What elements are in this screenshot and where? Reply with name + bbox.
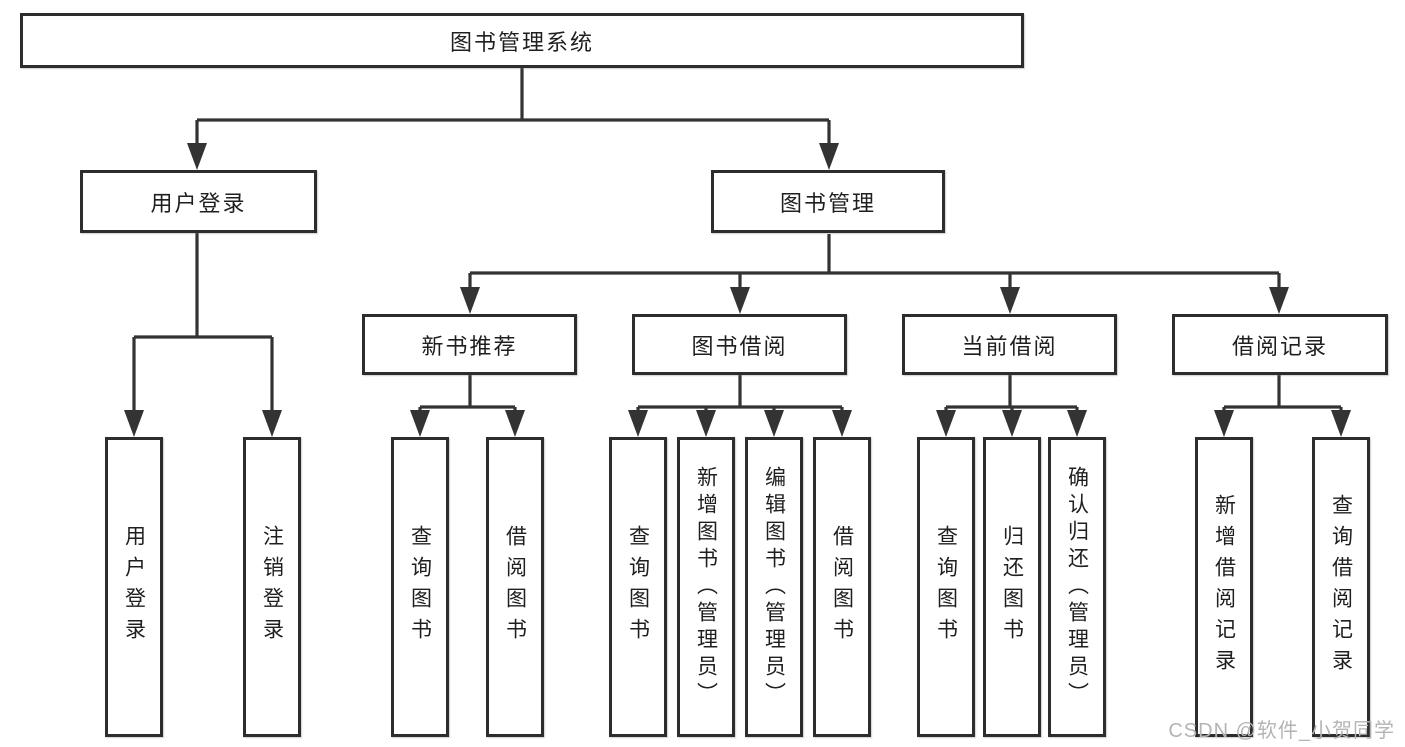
leaf-add-book-admin: 新增图书（管理员） [677, 437, 735, 737]
node-label: 用户登录 [122, 525, 146, 649]
leaf-query-books-borrow: 查询图书 [609, 437, 667, 737]
node-label: 借阅图书 [503, 525, 527, 649]
node-book-borrow: 图书借阅 [632, 314, 847, 375]
leaf-confirm-return-admin: 确认归还（管理员） [1048, 437, 1106, 737]
leaf-logout: 注销登录 [243, 437, 301, 737]
node-label: 确认归还（管理员） [1065, 465, 1089, 709]
node-label: 当前借阅 [961, 333, 1058, 359]
node-book-management: 图书管理 [711, 170, 945, 233]
node-label: 查询借阅记录 [1329, 494, 1353, 680]
leaf-borrow-books-borrow: 借阅图书 [813, 437, 871, 737]
connector-book-borrow-to-children [628, 375, 852, 437]
node-new-book-recommend: 新书推荐 [362, 314, 577, 375]
node-root: 图书管理系统 [20, 13, 1024, 68]
leaf-add-borrow-record: 新增借阅记录 [1195, 437, 1253, 737]
leaf-query-borrow-record: 查询借阅记录 [1312, 437, 1370, 737]
node-borrow-records: 借阅记录 [1172, 314, 1388, 375]
node-label: 图书借阅 [691, 333, 788, 359]
node-label: 用户登录 [150, 190, 247, 216]
node-label: 借阅图书 [830, 525, 854, 649]
connector-book-management-to-level3 [460, 234, 1289, 314]
node-current-borrow: 当前借阅 [902, 314, 1117, 375]
node-label: 编辑图书（管理员） [762, 465, 786, 709]
leaf-query-books-recommend: 查询图书 [391, 437, 449, 737]
leaf-return-book: 归还图书 [983, 437, 1041, 737]
leaf-user-login: 用户登录 [105, 437, 163, 737]
node-label: 图书管理 [779, 190, 876, 216]
node-label: 查询图书 [408, 525, 432, 649]
node-label: 查询图书 [934, 525, 958, 649]
leaf-borrow-books-recommend: 借阅图书 [486, 437, 544, 737]
connector-user-login-to-children [124, 233, 282, 437]
node-label: 注销登录 [260, 525, 284, 649]
connector-current-borrow-to-children [936, 375, 1087, 437]
csdn-watermark: CSDN @软件_小贺同学 [1168, 720, 1395, 742]
connector-root-to-level2 [187, 68, 839, 170]
node-label: 新增借阅记录 [1212, 494, 1236, 680]
node-label: 新书推荐 [421, 333, 518, 359]
node-root-label: 图书管理系统 [449, 29, 594, 55]
node-label: 借阅记录 [1231, 333, 1328, 359]
node-label: 归还图书 [1000, 525, 1024, 649]
leaf-query-books-current: 查询图书 [917, 437, 975, 737]
node-user-login: 用户登录 [80, 170, 317, 233]
connector-new-book-recommend-to-children [410, 375, 525, 437]
leaf-edit-book-admin: 编辑图书（管理员） [745, 437, 803, 737]
node-label: 新增图书（管理员） [694, 465, 718, 709]
node-label: 查询图书 [626, 525, 650, 649]
connector-borrow-records-to-children [1214, 375, 1351, 437]
